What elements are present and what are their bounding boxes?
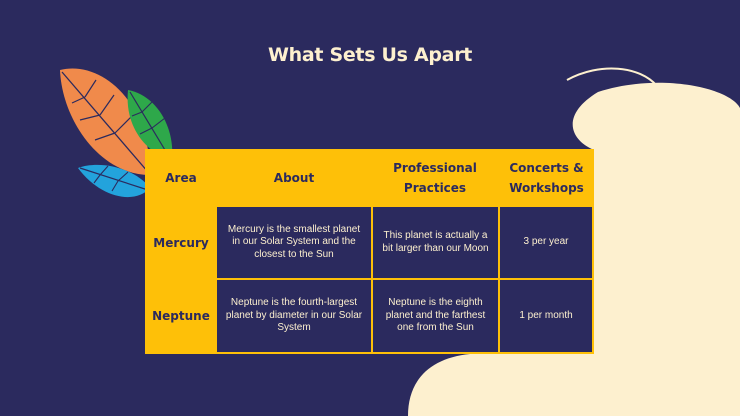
cell-mercury-practices: This planet is actually a bit larger tha… — [373, 207, 498, 278]
blue-leaf-shape — [78, 164, 150, 198]
header-concerts-workshops: Concerts & Workshops — [509, 161, 584, 195]
header-area: Area — [165, 171, 197, 185]
cell-neptune-about: Neptune is the fourth-largest planet by … — [217, 280, 371, 352]
cell-mercury-about: Mercury is the smallest planet in our So… — [217, 207, 371, 278]
cell-mercury-concerts: 3 per year — [500, 207, 592, 278]
green-leaf-shape — [127, 90, 173, 160]
orange-leaf-shape — [60, 68, 150, 175]
line-arc-shape — [566, 67, 658, 87]
comparison-table: Area About Professional Practices Concer… — [145, 149, 594, 354]
cream-blob-shape — [408, 82, 740, 416]
header-professional-practices: Professional Practices — [393, 161, 477, 195]
row-label-neptune: Neptune — [152, 309, 210, 323]
cell-neptune-concerts: 1 per month — [500, 280, 592, 352]
header-about: About — [273, 171, 315, 185]
row-label-mercury: Mercury — [153, 236, 209, 250]
cell-neptune-practices: Neptune is the eighth planet and the far… — [373, 280, 498, 352]
page-title: What Sets Us Apart — [267, 44, 473, 66]
